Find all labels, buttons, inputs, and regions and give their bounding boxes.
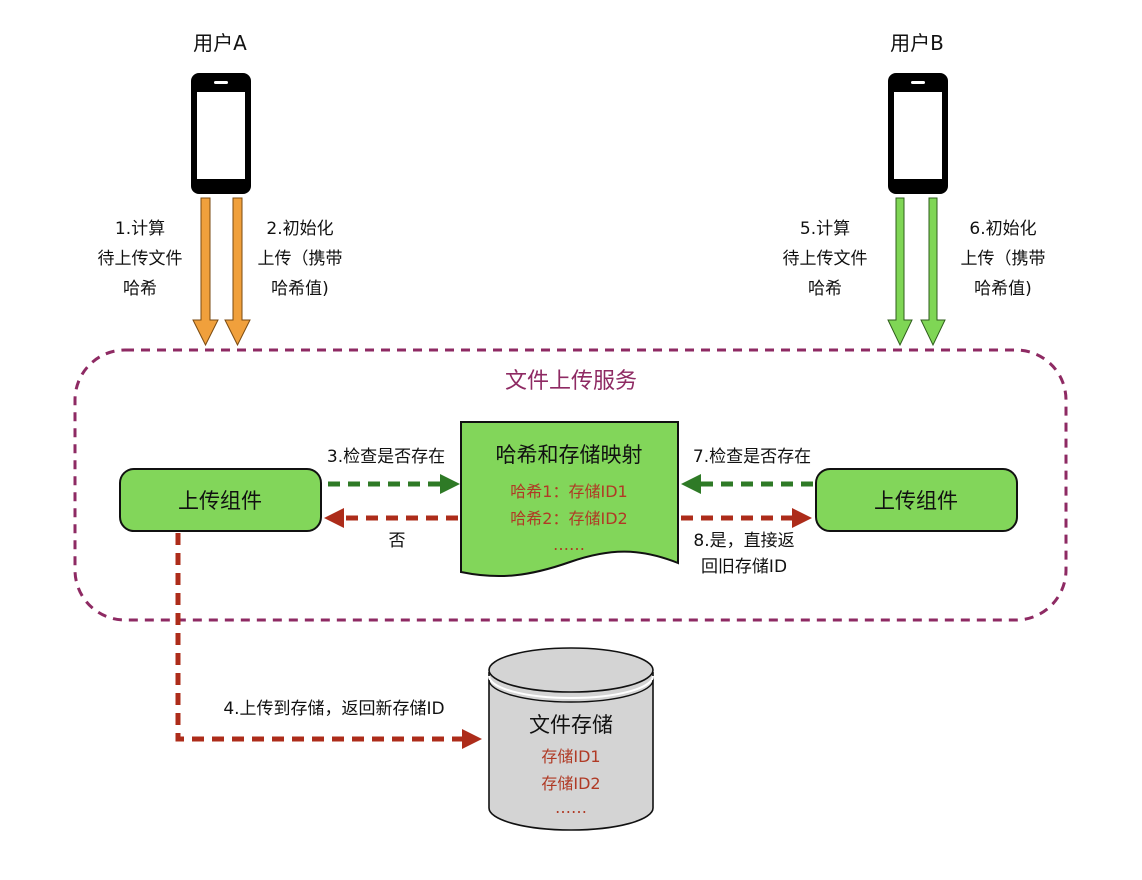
svg-text:哈希: 哈希 bbox=[123, 279, 157, 299]
service-boundary bbox=[73, 348, 1068, 622]
edge-label-yes: 8.是，直接返 bbox=[693, 531, 794, 551]
storage-row: 存储ID2 bbox=[541, 774, 600, 793]
user-a: 用户A 1.计算 待上传文件 哈希 2.初始化 上传（携带 哈希值) bbox=[98, 31, 343, 347]
svg-text:2.初始化: 2.初始化 bbox=[266, 219, 333, 239]
svg-text:哈希值): 哈希值) bbox=[974, 279, 1032, 299]
svg-text:待上传文件: 待上传文件 bbox=[783, 249, 868, 269]
edge-check-exists-right: 7.检查是否存在 bbox=[681, 447, 813, 494]
file-storage[interactable]: 文件存储 存储ID1 存储ID2 …… bbox=[488, 647, 654, 831]
arrow-init-upload-b bbox=[920, 197, 946, 347]
svg-text:哈希值): 哈希值) bbox=[271, 279, 329, 299]
storage-row: 存储ID1 bbox=[541, 747, 600, 766]
label-init-upload-a: 2.初始化 上传（携带 哈希值) bbox=[258, 219, 343, 299]
mapping-title: 哈希和存储映射 bbox=[496, 443, 643, 467]
upload-component-right-label: 上传组件 bbox=[874, 489, 958, 513]
edge-label-no: 否 bbox=[389, 531, 406, 551]
svg-text:5.计算: 5.计算 bbox=[800, 219, 850, 239]
svg-text:待上传文件: 待上传文件 bbox=[98, 249, 183, 269]
phone-icon bbox=[888, 73, 948, 194]
mapping-row: …… bbox=[553, 535, 585, 554]
arrow-init-upload-a bbox=[224, 197, 251, 347]
edge-label-yes: 回旧存储ID bbox=[701, 557, 787, 577]
label-init-upload-b: 6.初始化 上传（携带 哈希值) bbox=[961, 219, 1046, 299]
edge-exists-return-old: 8.是，直接返 回旧存储ID bbox=[681, 508, 812, 577]
file-upload-service: 文件上传服务 bbox=[73, 348, 1068, 622]
edge-check-exists-left: 3.检查是否存在 bbox=[327, 447, 460, 494]
upload-component-left[interactable]: 上传组件 bbox=[119, 468, 322, 532]
svg-text:哈希: 哈希 bbox=[808, 279, 842, 299]
svg-text:上传（携带: 上传（携带 bbox=[961, 249, 1046, 269]
edge-label-check-left: 3.检查是否存在 bbox=[327, 447, 445, 467]
label-compute-hash-a: 1.计算 待上传文件 哈希 bbox=[98, 219, 183, 299]
svg-text:上传（携带: 上传（携带 bbox=[258, 249, 343, 269]
service-title: 文件上传服务 bbox=[505, 369, 637, 394]
upload-component-left-label: 上传组件 bbox=[178, 489, 262, 513]
arrow-compute-hash-a bbox=[192, 197, 219, 347]
user-a-label: 用户A bbox=[193, 31, 247, 55]
storage-title: 文件存储 bbox=[529, 713, 613, 737]
svg-text:1.计算: 1.计算 bbox=[115, 219, 165, 239]
storage-row: …… bbox=[555, 798, 587, 817]
user-b: 用户B 5.计算 待上传文件 哈希 6.初始化 上传（携带 哈希值) bbox=[783, 31, 1046, 347]
label-compute-hash-b: 5.计算 待上传文件 哈希 bbox=[783, 219, 868, 299]
user-b-label: 用户B bbox=[890, 31, 944, 55]
arrow-compute-hash-b bbox=[887, 197, 913, 347]
svg-text:6.初始化: 6.初始化 bbox=[969, 219, 1036, 239]
upload-component-right[interactable]: 上传组件 bbox=[815, 468, 1018, 532]
phone-icon bbox=[191, 73, 251, 194]
hash-storage-mapping[interactable]: 哈希和存储映射 哈希1：存储ID1 哈希2：存储ID2 …… bbox=[460, 421, 679, 578]
edge-not-exists-left: 否 bbox=[324, 508, 458, 551]
mapping-row: 哈希2：存储ID2 bbox=[510, 509, 627, 528]
edge-upload-to-storage: 4.上传到存储，返回新存储ID bbox=[175, 533, 482, 749]
mapping-row: 哈希1：存储ID1 bbox=[510, 482, 627, 501]
edge-label-check-right: 7.检查是否存在 bbox=[693, 447, 811, 467]
edge-label-upload-storage: 4.上传到存储，返回新存储ID bbox=[223, 699, 444, 719]
